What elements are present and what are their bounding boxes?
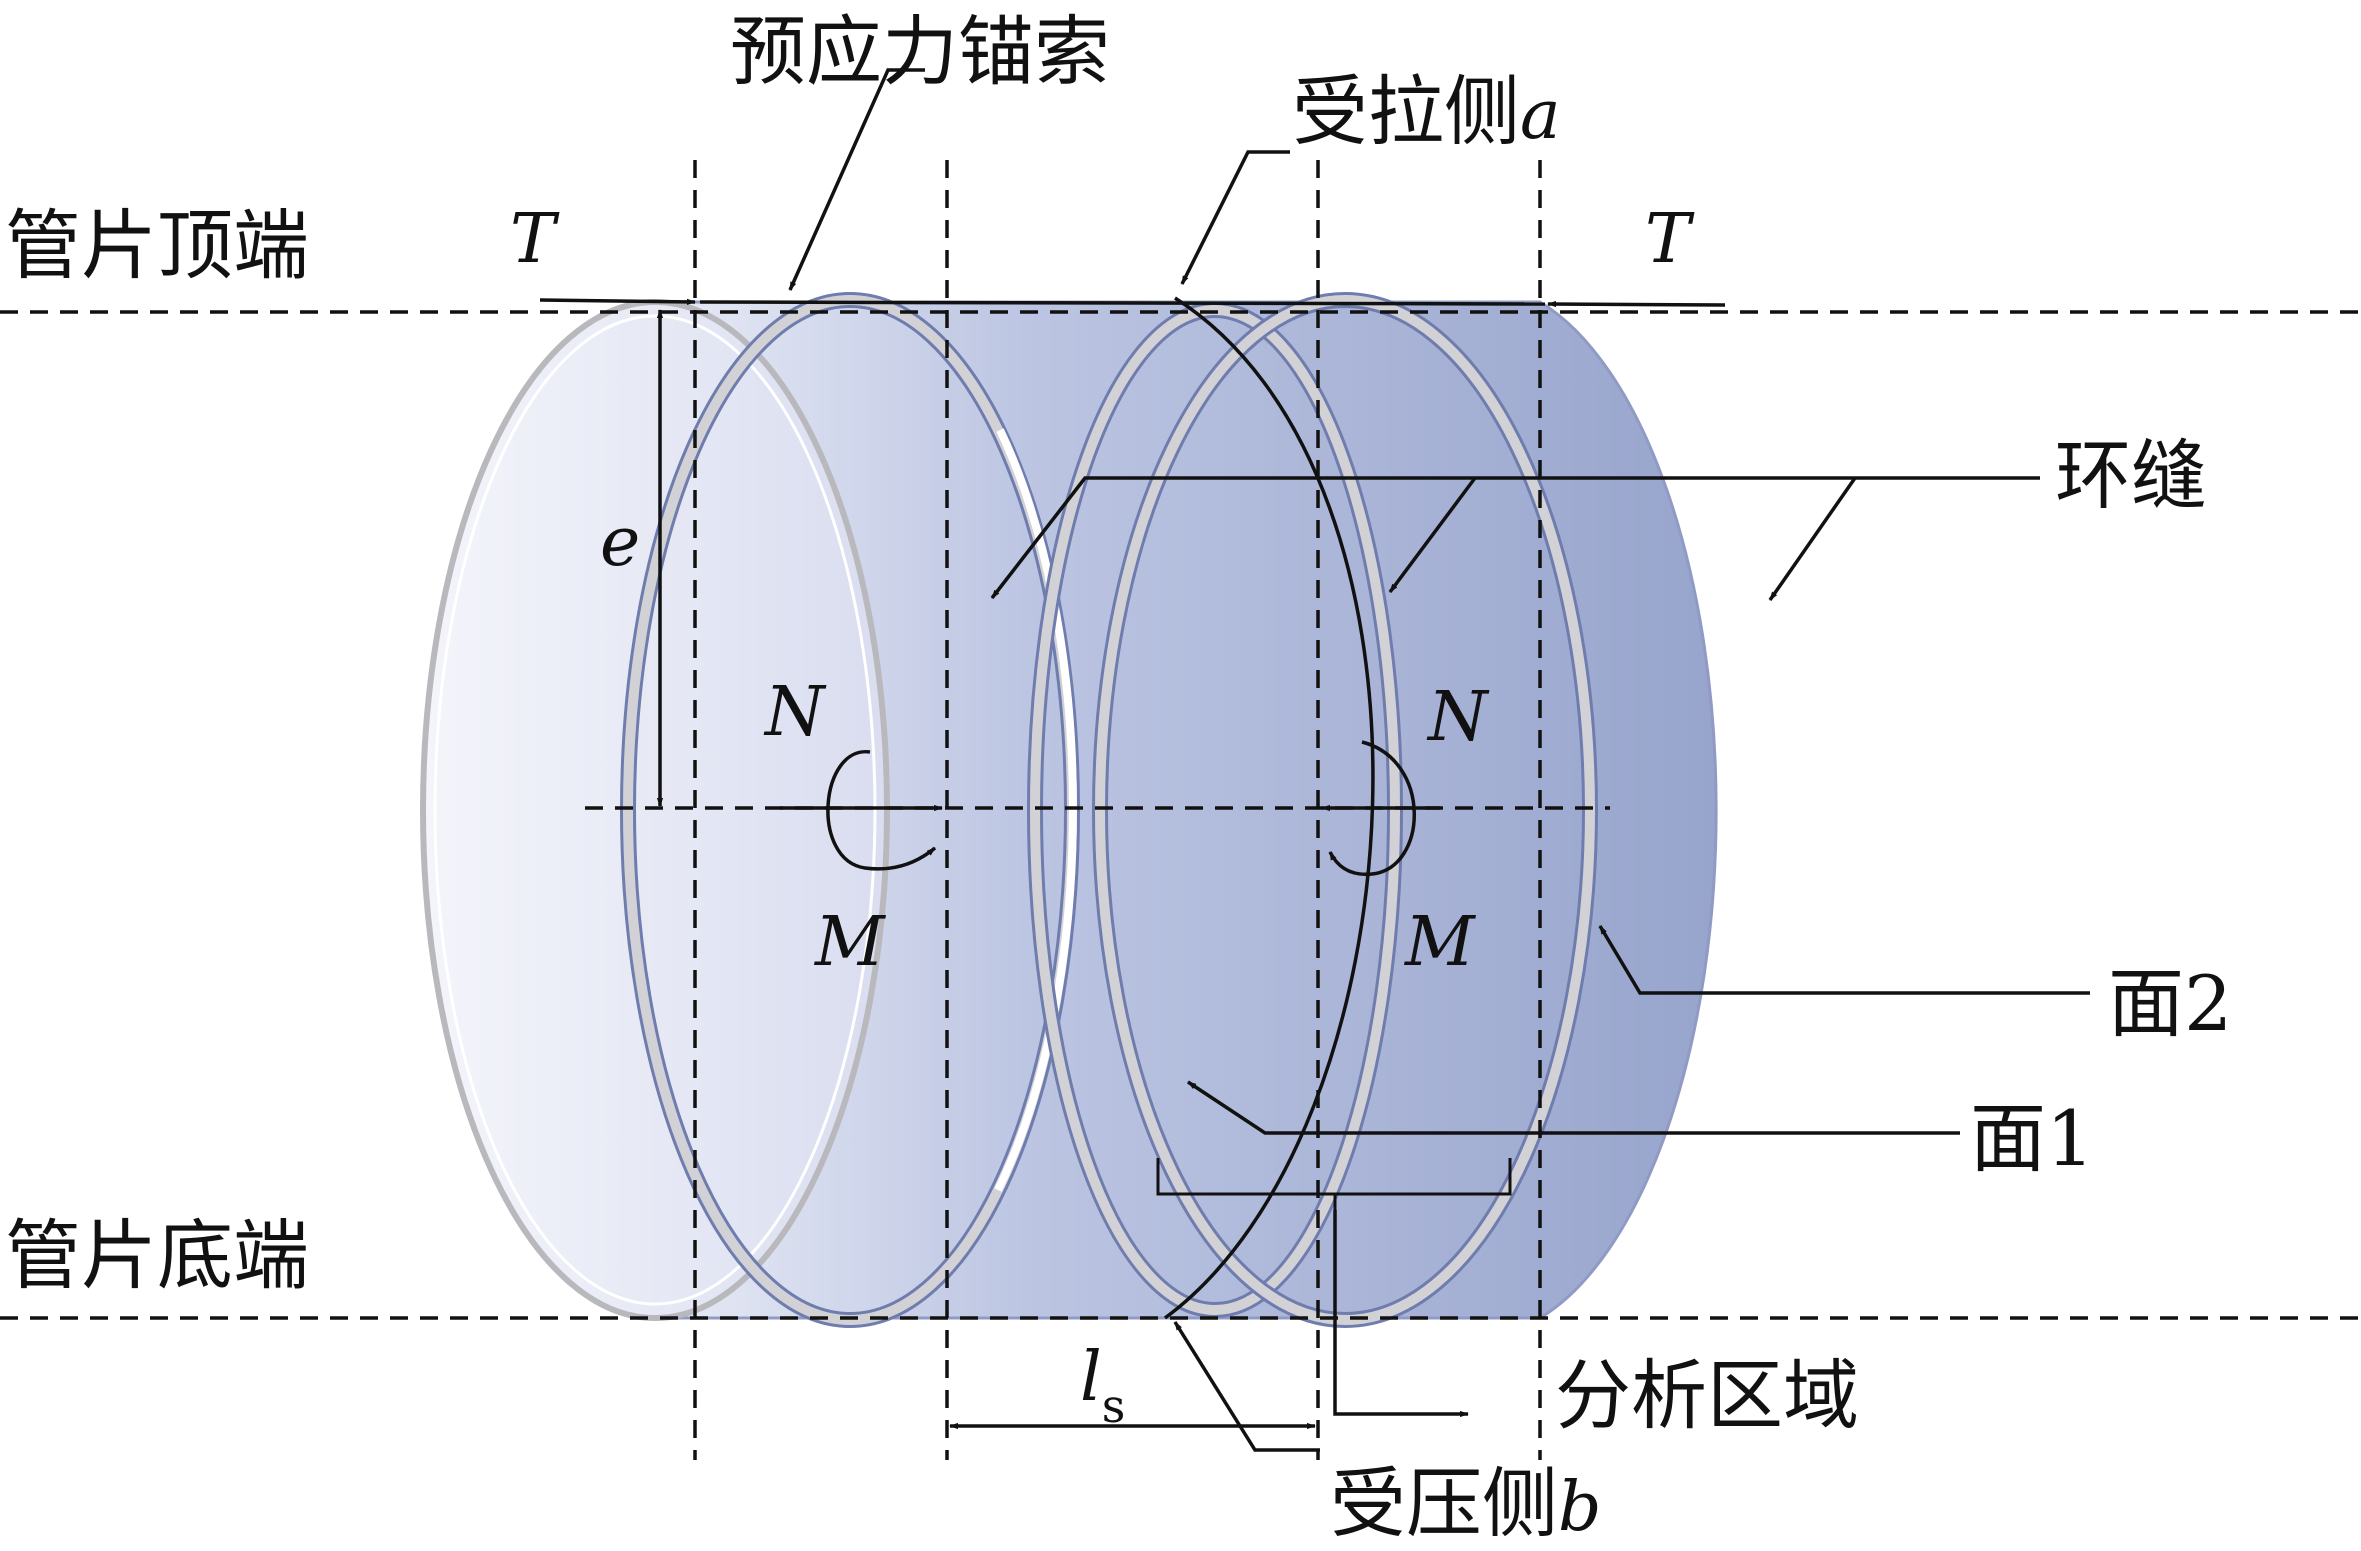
ring-joint-middle — [1027, 302, 1403, 1318]
label-force-T-left: T — [510, 200, 560, 279]
force-T-left-arrow — [539, 298, 696, 306]
label-moment-M-left: M — [813, 903, 887, 982]
label-face1: 面1 — [1970, 1094, 2094, 1183]
label-face2: 面2 — [2108, 959, 2232, 1048]
label-ring-joint: 环缝 — [2055, 431, 2207, 520]
leader-compression-side — [1173, 1321, 1320, 1452]
label-axial-N-right: N — [1426, 678, 1490, 757]
leader-anchor-cable — [788, 68, 925, 291]
leader-face2 — [1598, 925, 2090, 995]
leader-ring-joint-2 — [1388, 476, 1477, 594]
label-segment-top: 管片顶端 — [5, 201, 309, 290]
leader-analysis-region — [1333, 1210, 1469, 1418]
label-spacing: ls — [1080, 1338, 1125, 1433]
label-tension-side: 受拉侧a — [1292, 67, 1561, 156]
label-tension-side-var: a — [1520, 76, 1561, 155]
prestressed-cable — [1163, 296, 1375, 1320]
cable-top-line — [699, 300, 1546, 306]
label-force-T-right: T — [1645, 200, 1695, 279]
label-segment-bottom: 管片底端 — [5, 1211, 309, 1300]
force-T-right-arrow — [1547, 300, 1726, 308]
leader-tension-side — [1180, 150, 1290, 285]
label-anchor-cable: 预应力锚索 — [730, 7, 1110, 96]
label-eccentricity: e — [600, 503, 640, 582]
label-moment-M-right: M — [1403, 903, 1477, 982]
label-compression-side-text: 受压侧 — [1330, 1459, 1558, 1548]
label-spacing-var: l — [1080, 1338, 1102, 1417]
left-end-face — [420, 299, 890, 1321]
leader-face1 — [1187, 1080, 1960, 1135]
ring-joint-left — [620, 292, 1080, 1328]
moment-M-right-arc — [1328, 740, 1416, 877]
leader-ring-joint-1 — [990, 476, 2040, 600]
label-spacing-sub: s — [1102, 1379, 1126, 1433]
leader-ring-joint-3 — [1768, 476, 1857, 602]
label-analysis-region: 分析区域 — [1555, 1351, 1859, 1440]
label-compression-side: 受压侧b — [1330, 1459, 1602, 1548]
ring-joint-right — [1092, 292, 1598, 1328]
label-tension-side-text: 受拉侧 — [1292, 67, 1520, 156]
label-compression-side-var: b — [1558, 1468, 1602, 1547]
label-axial-N-left: N — [763, 673, 827, 752]
moment-M-left-arc — [826, 750, 937, 871]
analysis-region-bracket — [1156, 1158, 1512, 1210]
